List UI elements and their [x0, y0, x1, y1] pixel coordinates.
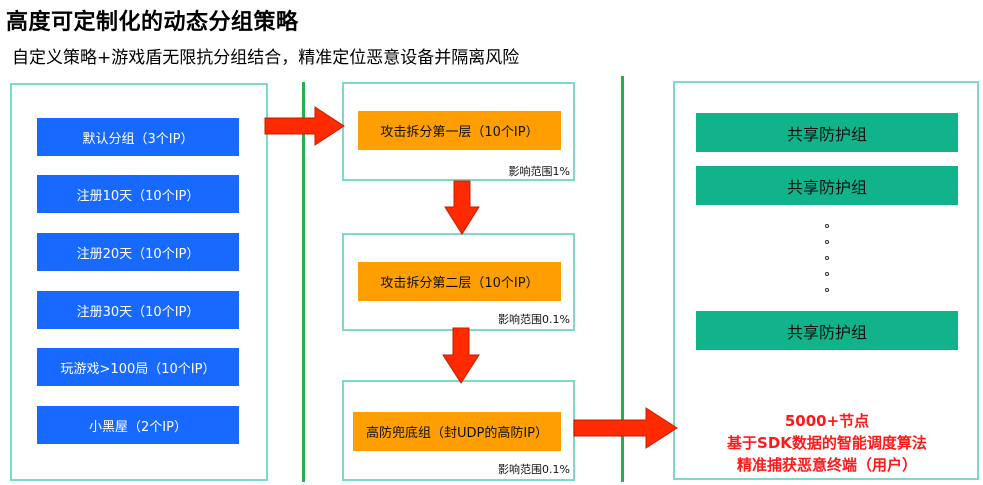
note-algorithm: 基于SDK数据的智能调度算法 — [727, 434, 927, 452]
note-nodes: 5000+节点 — [784, 412, 870, 430]
divider-line-left — [302, 82, 305, 482]
down-arrow-icon — [444, 180, 480, 235]
layer-1-scope: 影响范围1% — [508, 165, 570, 178]
group-blackroom[interactable]: 小黑屋（2个IP） — [37, 406, 239, 444]
shared-group-2[interactable]: 共享防护组 — [696, 166, 958, 205]
page-subtitle: 自定义策略+游戏盾无限抗分组结合，精准定位恶意设备并隔离风险 — [12, 48, 520, 68]
divider-line-right — [621, 76, 624, 482]
layer-2-scope: 影响范围0.1% — [498, 313, 570, 326]
layer-3-button[interactable]: 高防兜底组（封UDP的高防IP） — [353, 412, 561, 451]
layer-2-button[interactable]: 攻击拆分第二层（10个IP） — [358, 262, 561, 301]
down-arrow-icon — [442, 327, 480, 384]
group-registered-10-days[interactable]: 注册10天（10个IP） — [37, 175, 239, 213]
group-registered-20-days[interactable]: 注册20天（10个IP） — [37, 233, 239, 271]
layer-1-button[interactable]: 攻击拆分第一层（10个IP） — [358, 111, 561, 150]
group-played-over-100[interactable]: 玩游戏>100局（10个IP） — [37, 348, 239, 386]
note-capture: 精准捕获恶意终端（用户） — [736, 456, 917, 474]
right-arrow-icon — [264, 106, 345, 146]
group-registered-30-days[interactable]: 注册30天（10个IP） — [37, 291, 239, 329]
ellipsis-dot — [825, 240, 829, 244]
shared-group-1[interactable]: 共享防护组 — [696, 113, 958, 152]
ellipsis-dot — [825, 256, 829, 260]
ellipsis-dot — [825, 288, 829, 292]
page-title: 高度可定制化的动态分组策略 — [6, 10, 299, 35]
group-default[interactable]: 默认分组（3个IP） — [37, 118, 239, 156]
ellipsis-dot — [825, 272, 829, 276]
shared-group-3[interactable]: 共享防护组 — [696, 311, 958, 350]
right-arrow-icon — [573, 407, 678, 449]
layer-3-scope: 影响范围0.1% — [498, 463, 570, 476]
ellipsis-dot — [825, 224, 829, 228]
